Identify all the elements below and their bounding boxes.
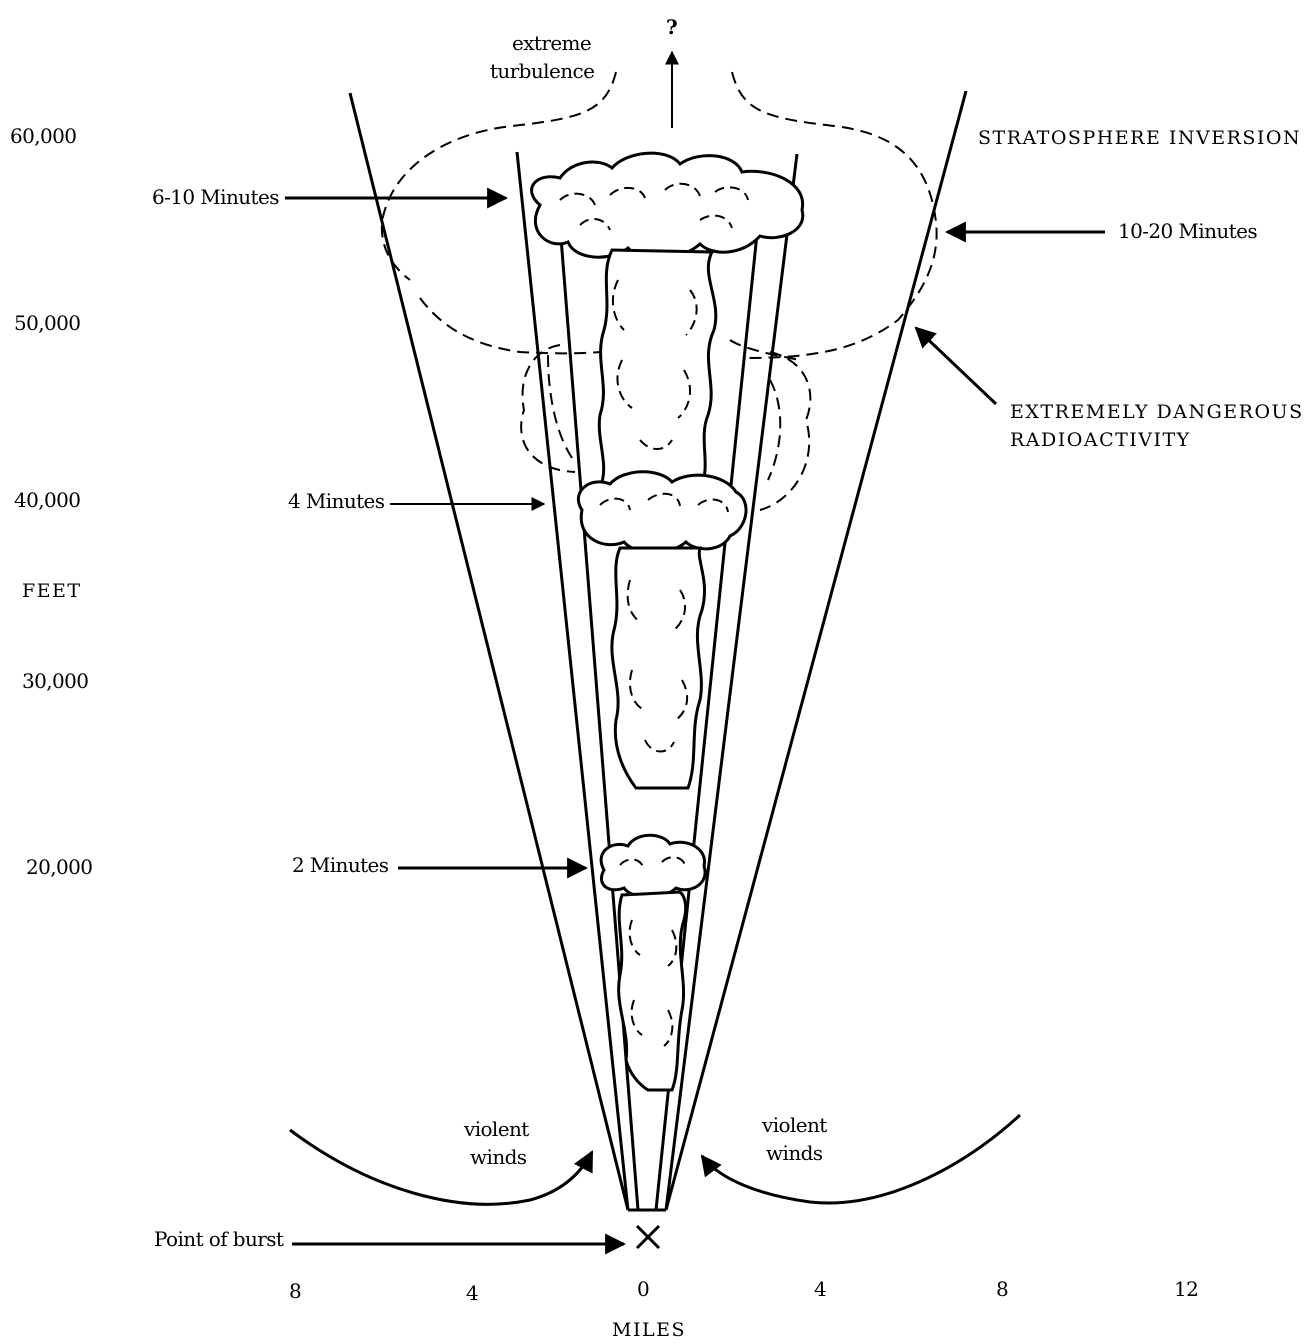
altitude-tick-40000: 40,000 bbox=[14, 488, 80, 512]
dangerous-radioactivity-label-line2: RADIOACTIVITY bbox=[1010, 429, 1191, 451]
time-label-10-20-minutes: 10-20 Minutes bbox=[1118, 219, 1257, 243]
violent-winds-left-line1: violent bbox=[463, 1117, 529, 1141]
distance-unit-label: MILES bbox=[612, 1319, 686, 1341]
altitude-tick-60000: 60,000 bbox=[10, 124, 76, 148]
time-label-6-10-minutes: 6-10 Minutes bbox=[152, 185, 279, 209]
cloud-column-lower bbox=[612, 548, 705, 788]
violent-winds-right-line2: winds bbox=[766, 1141, 823, 1165]
cloud-column-upper bbox=[599, 250, 716, 490]
burst-marker bbox=[637, 1226, 659, 1248]
altitude-tick-20000: 20,000 bbox=[26, 855, 92, 879]
distance-tick-0: 0 bbox=[637, 1277, 649, 1301]
altitude-tick-30000: 30,000 bbox=[22, 669, 88, 693]
cloud-column-base bbox=[619, 892, 686, 1090]
arrow-dangerous-radioactivity bbox=[916, 328, 996, 404]
mushroom-cap-top bbox=[532, 153, 803, 258]
point-of-burst-label: Point of burst bbox=[154, 1227, 284, 1251]
distance-tick-8-right: 8 bbox=[996, 1277, 1008, 1301]
violent-winds-left-line2: winds bbox=[470, 1145, 527, 1169]
violent-winds-left-arrow bbox=[290, 1130, 592, 1204]
question-mark: ? bbox=[666, 15, 678, 39]
altitude-tick-50000: 50,000 bbox=[14, 311, 80, 335]
violent-winds-right-arrow bbox=[702, 1115, 1020, 1203]
extreme-turbulence-label-line2: turbulence bbox=[490, 59, 594, 83]
time-label-4-minutes: 4 Minutes bbox=[288, 489, 385, 513]
mushroom-cap-middle bbox=[578, 472, 746, 553]
distance-tick-4-right: 4 bbox=[814, 1277, 826, 1301]
extreme-turbulence-label-line1: extreme bbox=[512, 31, 591, 55]
stratosphere-inversion-label: STRATOSPHERE INVERSION bbox=[978, 127, 1301, 149]
time-label-2-minutes: 2 Minutes bbox=[292, 853, 389, 877]
violent-winds-right-line1: violent bbox=[761, 1113, 827, 1137]
altitude-unit-label: FEET bbox=[22, 580, 82, 602]
dangerous-radioactivity-label-line1: EXTREMELY DANGEROUS bbox=[1010, 401, 1304, 423]
distance-tick-8-left: 8 bbox=[289, 1279, 301, 1303]
distance-tick-12: 12 bbox=[1174, 1277, 1198, 1301]
mushroom-cap-bottom bbox=[601, 835, 705, 897]
distance-tick-4-left: 4 bbox=[466, 1281, 478, 1305]
